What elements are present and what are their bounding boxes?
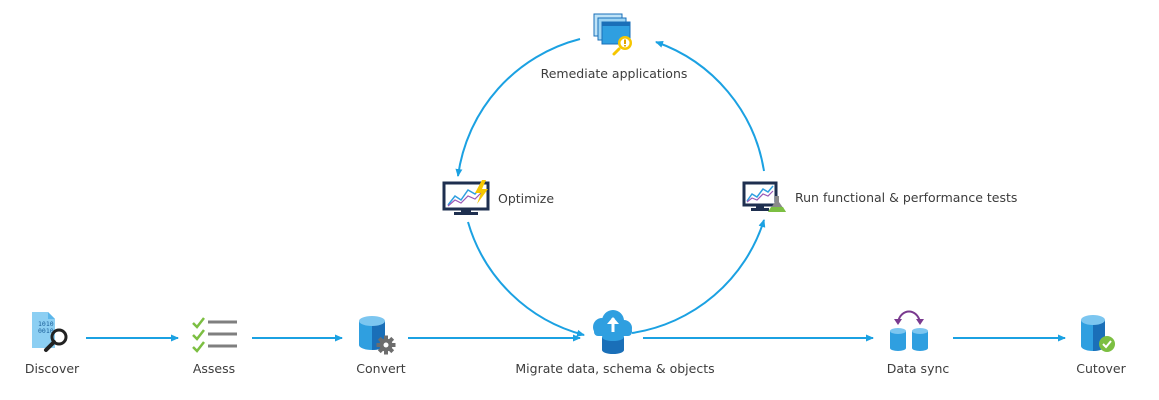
monitor-lightning-icon bbox=[442, 180, 490, 215]
database-gear-icon bbox=[359, 316, 396, 355]
cloud-upload-database-icon bbox=[593, 310, 632, 354]
app-windows-warning-icon bbox=[593, 13, 632, 56]
svg-text:1010: 1010 bbox=[38, 320, 54, 328]
database-check-icon bbox=[1081, 315, 1115, 352]
migrate-label: Migrate data, schema & objects bbox=[515, 361, 715, 376]
arrow-migrate-to-tests bbox=[631, 219, 766, 334]
svg-text:0010: 0010 bbox=[38, 327, 54, 335]
optimize-label: Optimize bbox=[498, 191, 555, 206]
assess-label: Assess bbox=[192, 361, 236, 376]
checklist-icon bbox=[192, 317, 237, 353]
discover-label: Discover bbox=[24, 361, 80, 376]
monitor-flask-icon bbox=[742, 181, 786, 212]
convert-label: Convert bbox=[356, 361, 406, 376]
arrow-remediate-to-optimize bbox=[455, 38, 581, 177]
arrow-tests-to-remediate bbox=[655, 41, 765, 172]
arrow-optimize-to-migrate bbox=[467, 221, 585, 337]
remediate-label: Remediate applications bbox=[540, 66, 688, 81]
binary-search-icon: 1010 0010 bbox=[32, 312, 68, 352]
data-sync-label: Data sync bbox=[886, 361, 950, 376]
cutover-label: Cutover bbox=[1076, 361, 1126, 376]
database-sync-icon bbox=[890, 310, 928, 351]
tests-label: Run functional & performance tests bbox=[795, 190, 1018, 205]
